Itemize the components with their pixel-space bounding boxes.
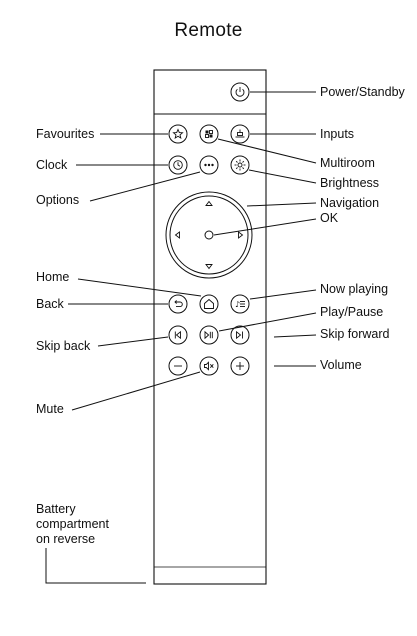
label-now-playing: Now playing xyxy=(320,282,388,296)
multiroom-button[interactable] xyxy=(199,124,219,144)
label-back: Back xyxy=(36,297,65,311)
arrow-down-icon[interactable] xyxy=(205,264,213,270)
label-skip-back: Skip back xyxy=(36,339,91,353)
volume-up-button[interactable] xyxy=(230,356,250,376)
mute-button[interactable] xyxy=(199,356,219,376)
label-play-pause: Play/Pause xyxy=(320,305,383,319)
label-options: Options xyxy=(36,193,79,207)
label-battery-line2: compartment xyxy=(36,517,109,531)
label-skip-forward: Skip forward xyxy=(320,327,390,341)
ok-icon[interactable] xyxy=(204,230,214,240)
label-inputs: Inputs xyxy=(320,127,354,141)
label-navigation: Navigation xyxy=(320,196,379,210)
favourites-button[interactable] xyxy=(168,124,188,144)
label-battery-line3: on reverse xyxy=(36,532,95,546)
volume-down-button[interactable] xyxy=(168,356,188,376)
leader-lines xyxy=(45,91,317,584)
label-home: Home xyxy=(36,270,69,284)
page-title: Remote xyxy=(174,20,243,41)
play-pause-button[interactable] xyxy=(199,325,219,345)
label-power-standby: Power/Standby xyxy=(320,85,406,99)
label-multiroom: Multiroom xyxy=(320,156,375,170)
play-pause-icon xyxy=(204,330,213,340)
plus-icon xyxy=(236,362,244,370)
label-ok: OK xyxy=(320,211,339,225)
back-icon xyxy=(174,300,183,308)
label-clock: Clock xyxy=(36,158,68,172)
now-playing-icon: ♪ xyxy=(235,300,245,309)
back-button[interactable] xyxy=(168,294,188,314)
input-icon xyxy=(235,129,245,138)
label-battery-line1: Battery xyxy=(36,502,76,516)
label-mute: Mute xyxy=(36,402,64,416)
sun-icon xyxy=(234,159,246,171)
power-button[interactable] xyxy=(230,82,250,102)
home-button[interactable] xyxy=(199,294,219,314)
label-brightness: Brightness xyxy=(320,176,379,190)
svg-text:♪: ♪ xyxy=(235,300,240,309)
star-icon xyxy=(172,128,184,139)
brightness-button[interactable] xyxy=(230,155,250,175)
skip-forward-button[interactable] xyxy=(230,325,250,345)
dots-icon xyxy=(204,163,214,167)
mute-icon xyxy=(204,361,214,371)
grid-icon xyxy=(205,130,213,138)
clock-icon xyxy=(173,160,183,170)
options-button[interactable] xyxy=(199,155,219,175)
home-icon xyxy=(204,298,214,309)
skip-back-icon xyxy=(174,330,181,340)
label-volume: Volume xyxy=(320,358,362,372)
now-playing-button[interactable]: ♪ xyxy=(230,294,250,314)
clock-button[interactable] xyxy=(168,155,188,175)
arrow-right-icon[interactable] xyxy=(238,231,244,239)
power-icon xyxy=(235,87,245,97)
arrow-left-icon[interactable] xyxy=(174,231,180,239)
inputs-button[interactable] xyxy=(230,124,250,144)
skip-back-button[interactable] xyxy=(168,325,188,345)
arrow-up-icon[interactable] xyxy=(205,200,213,206)
label-favourites: Favourites xyxy=(36,127,94,141)
skip-forward-icon xyxy=(236,330,243,340)
